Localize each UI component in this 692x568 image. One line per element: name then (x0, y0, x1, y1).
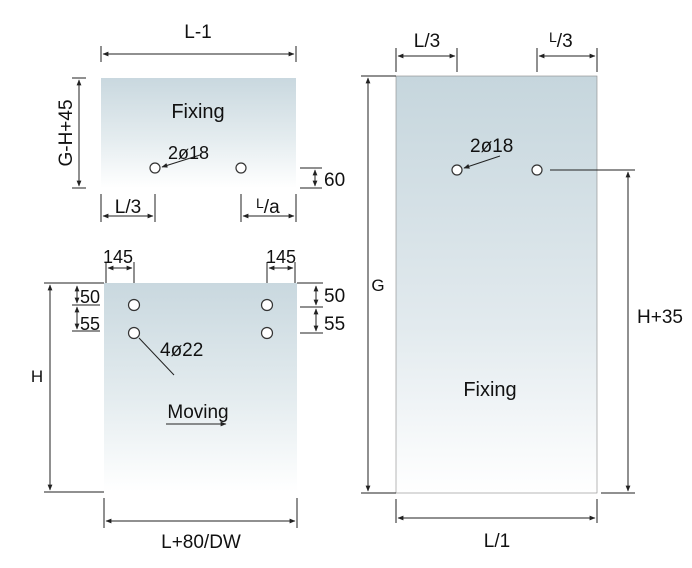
top-hole-right (235, 162, 247, 174)
right-width-label: L/1 (484, 531, 510, 552)
right-fixing-glass (395, 75, 598, 494)
right-holes-leader (463, 155, 501, 169)
moving-left-top-label: 50 (80, 287, 100, 307)
right-fixing-panel: L/3 L/3 G 2ø18 H+35 Fixing L/1 (361, 29, 683, 552)
moving-panel-name: Moving (167, 402, 228, 423)
top-left-offset-label: L/3 (115, 197, 141, 218)
top-holes-label: 2ø18 (168, 143, 209, 163)
moving-hole-top-right (260, 298, 274, 312)
moving-panel: 145 145 H 50 55 50 55 4ø22 Moving (31, 247, 345, 553)
top-height-label: G-H+45 (56, 99, 77, 166)
moving-glass (104, 283, 297, 492)
right-panel-name: Fixing (463, 379, 516, 401)
right-right-offset-label-sup: L (549, 29, 557, 45)
moving-holes-leader (138, 337, 175, 376)
moving-right-edge-label: 145 (266, 247, 296, 267)
moving-hole-bottom-right (260, 326, 274, 340)
right-holes-label: 2ø18 (470, 136, 513, 157)
top-hole-height-label: 60 (324, 170, 345, 191)
top-fixing-glass (101, 78, 296, 188)
right-height-label: G (371, 276, 384, 295)
top-right-offset-label-rest: /a (264, 197, 280, 218)
right-left-offset-label: L/3 (414, 31, 440, 52)
top-hole-left (149, 162, 161, 174)
moving-width-label: L+80/DW (161, 532, 241, 553)
moving-holes-label: 4ø22 (160, 340, 203, 361)
moving-right-top-label: 50 (324, 286, 345, 307)
top-right-offset-label: L/a (256, 195, 280, 218)
top-holes-leader (161, 154, 201, 168)
moving-hole-bottom-left (127, 326, 141, 340)
right-hole-height-label: H+35 (637, 307, 683, 328)
right-hole-left (451, 164, 463, 176)
right-hole-right (531, 164, 543, 176)
top-right-offset-label-sup: L (256, 195, 264, 211)
moving-right-spacing-label: 55 (324, 314, 345, 335)
top-width-label: L-1 (184, 22, 211, 43)
moving-left-edge-label: 145 (103, 247, 133, 267)
right-right-offset-label: L/3 (549, 29, 573, 52)
moving-height-label: H (31, 367, 43, 386)
moving-hole-top-left (127, 298, 141, 312)
top-panel-name: Fixing (171, 101, 224, 123)
moving-left-spacing-label: 55 (80, 314, 100, 334)
right-right-offset-label-rest: /3 (557, 31, 573, 52)
top-fixing-panel: L-1 G-H+45 Fixing 2ø18 60 L/3 L/a (56, 22, 345, 222)
